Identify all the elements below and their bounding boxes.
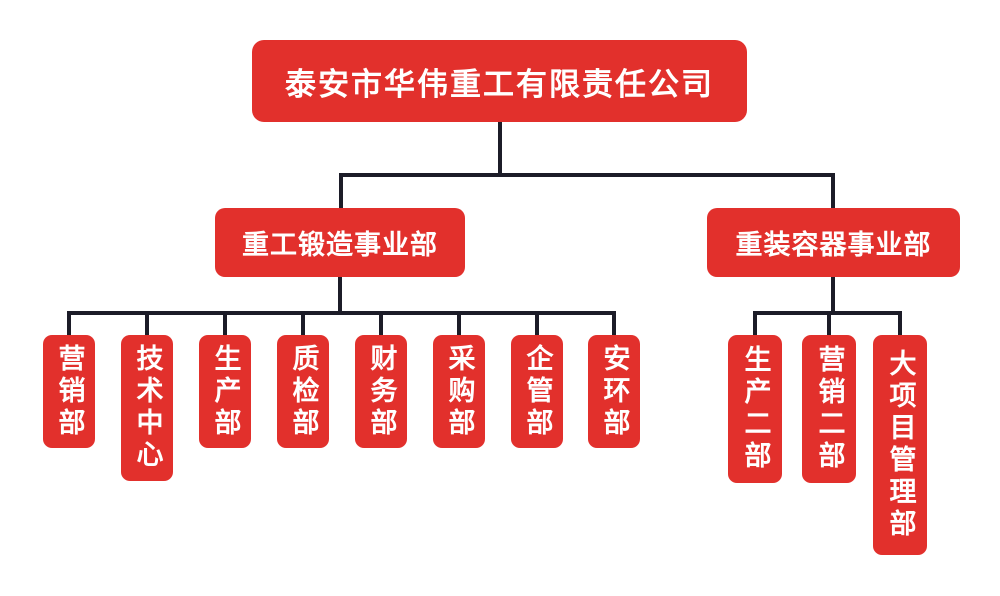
- department-node-marketing: 营销部: [43, 335, 95, 448]
- connector-dept-drop: [753, 311, 757, 337]
- connector-dept-drop: [145, 311, 149, 337]
- connector-division-left-drop: [339, 173, 343, 210]
- department-node-safety-env: 安环部: [588, 335, 640, 448]
- division-node-heavy-vessel: 重装容器事业部: [707, 208, 960, 277]
- division-label: 重装容器事业部: [735, 230, 932, 260]
- connector-dept-drop: [827, 311, 831, 337]
- department-node-production-2: 生产二部: [728, 335, 782, 483]
- division-node-heavy-forging: 重工锻造事业部: [215, 208, 465, 277]
- connector-dept-drop: [67, 311, 71, 337]
- connector-dept-drop: [457, 311, 461, 337]
- connector-left-branch-horizontal: [67, 311, 616, 315]
- company-name-label: 泰安市华伟重工有限责任公司: [285, 66, 714, 102]
- connector-dept-drop: [612, 311, 616, 337]
- connector-left-branch-down: [338, 277, 342, 315]
- connector-dept-drop: [301, 311, 305, 337]
- department-node-marketing-2: 营销二部: [802, 335, 856, 483]
- division-label: 重工锻造事业部: [242, 230, 438, 260]
- department-node-purchasing: 采购部: [433, 335, 485, 448]
- department-node-major-projects: 大项目管理部: [873, 335, 927, 555]
- department-node-enterprise-mgmt: 企管部: [511, 335, 563, 448]
- connector-root-down: [498, 122, 502, 175]
- connector-dept-drop: [898, 311, 902, 337]
- department-node-production: 生产部: [199, 335, 251, 448]
- connector-dept-drop: [379, 311, 383, 337]
- connector-divisions-horizontal: [339, 173, 835, 177]
- department-node-quality: 质检部: [277, 335, 329, 448]
- connector-dept-drop: [535, 311, 539, 337]
- connector-dept-drop: [223, 311, 227, 337]
- department-node-finance: 财务部: [355, 335, 407, 448]
- department-node-tech-center: 技术中心: [121, 335, 173, 481]
- connector-division-right-drop: [831, 173, 835, 210]
- connector-right-branch-down: [831, 277, 835, 315]
- company-root-node: 泰安市华伟重工有限责任公司: [252, 40, 747, 122]
